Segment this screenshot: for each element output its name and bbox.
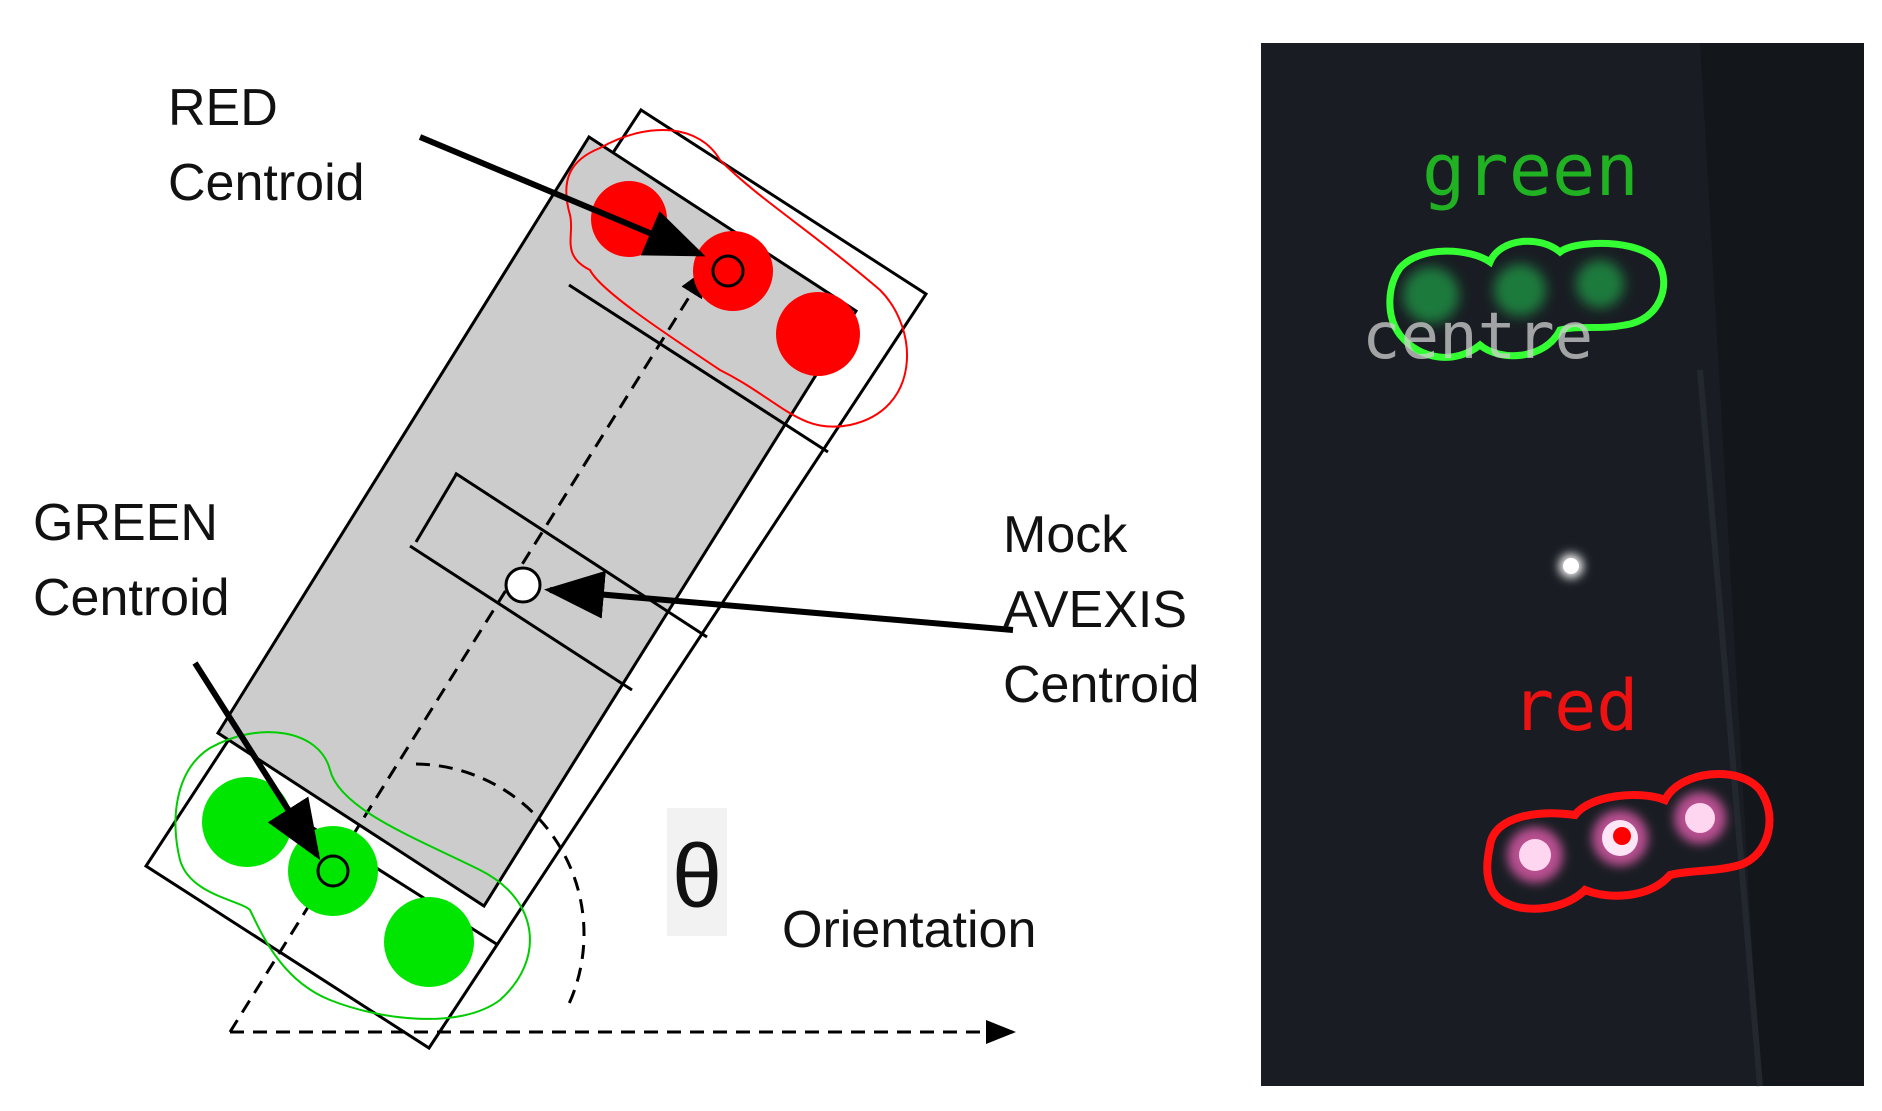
green-marker [384,897,474,987]
mock-centroid-label-line3: Centroid [1003,656,1200,714]
green-centroid-label-line1: GREEN [33,494,218,552]
camera-red-label: red [1512,665,1638,747]
mock-centroid-label-line1: Mock [1003,506,1128,564]
green-detection-contour [1386,237,1668,361]
red-marker [693,231,773,311]
red-led-core [1685,803,1715,833]
red-centroid-label-line2: Centroid [168,154,365,212]
robot-schematic: RED Centroid GREEN Centroid Mock AVEXIS … [33,79,1200,1051]
orientation-label: Orientation [782,901,1036,959]
camera-green-label: green [1422,128,1639,212]
green-blob-contour [174,731,531,1020]
red-marker [591,181,667,257]
mock-centroid-label-line2: AVEXIS [1003,581,1187,639]
red-led-cluster [1507,792,1726,883]
mock-centroid-arrow [544,570,1014,633]
mid-side-tick [414,472,459,543]
green-led-glow [1494,264,1546,316]
orientation-angle-arc [415,762,586,1007]
middle-line-top [454,471,708,639]
camera-view: green centre red [1261,43,1864,1087]
red-centroid-dot [1613,827,1631,845]
theta-symbol: θ [672,827,722,927]
green-centroid-arrow [192,661,321,861]
front-cap-line [568,283,829,454]
red-detection-contour [1483,770,1774,913]
middle-line-bottom [409,544,633,692]
green-led-glow [1576,260,1624,308]
camera-centre-point-core [1563,558,1579,574]
red-marker [776,292,860,376]
red-centroid-arrow [418,134,706,257]
green-marker [288,826,378,916]
green-led-glow [1403,267,1459,323]
green-led-cluster [1403,260,1624,323]
camera-surface-edge [1697,369,1763,1087]
red-centroid-label-line1: RED [168,79,278,137]
camera-centre-label: centre [1362,300,1593,374]
green-centroid-marker [316,854,350,888]
red-led-core [1519,839,1551,871]
red-blob-contour [565,129,908,428]
green-centroid-label-line2: Centroid [33,569,230,627]
theta-background [667,808,727,936]
mock-centroid-marker [504,566,542,604]
red-centroid-marker [711,254,745,288]
